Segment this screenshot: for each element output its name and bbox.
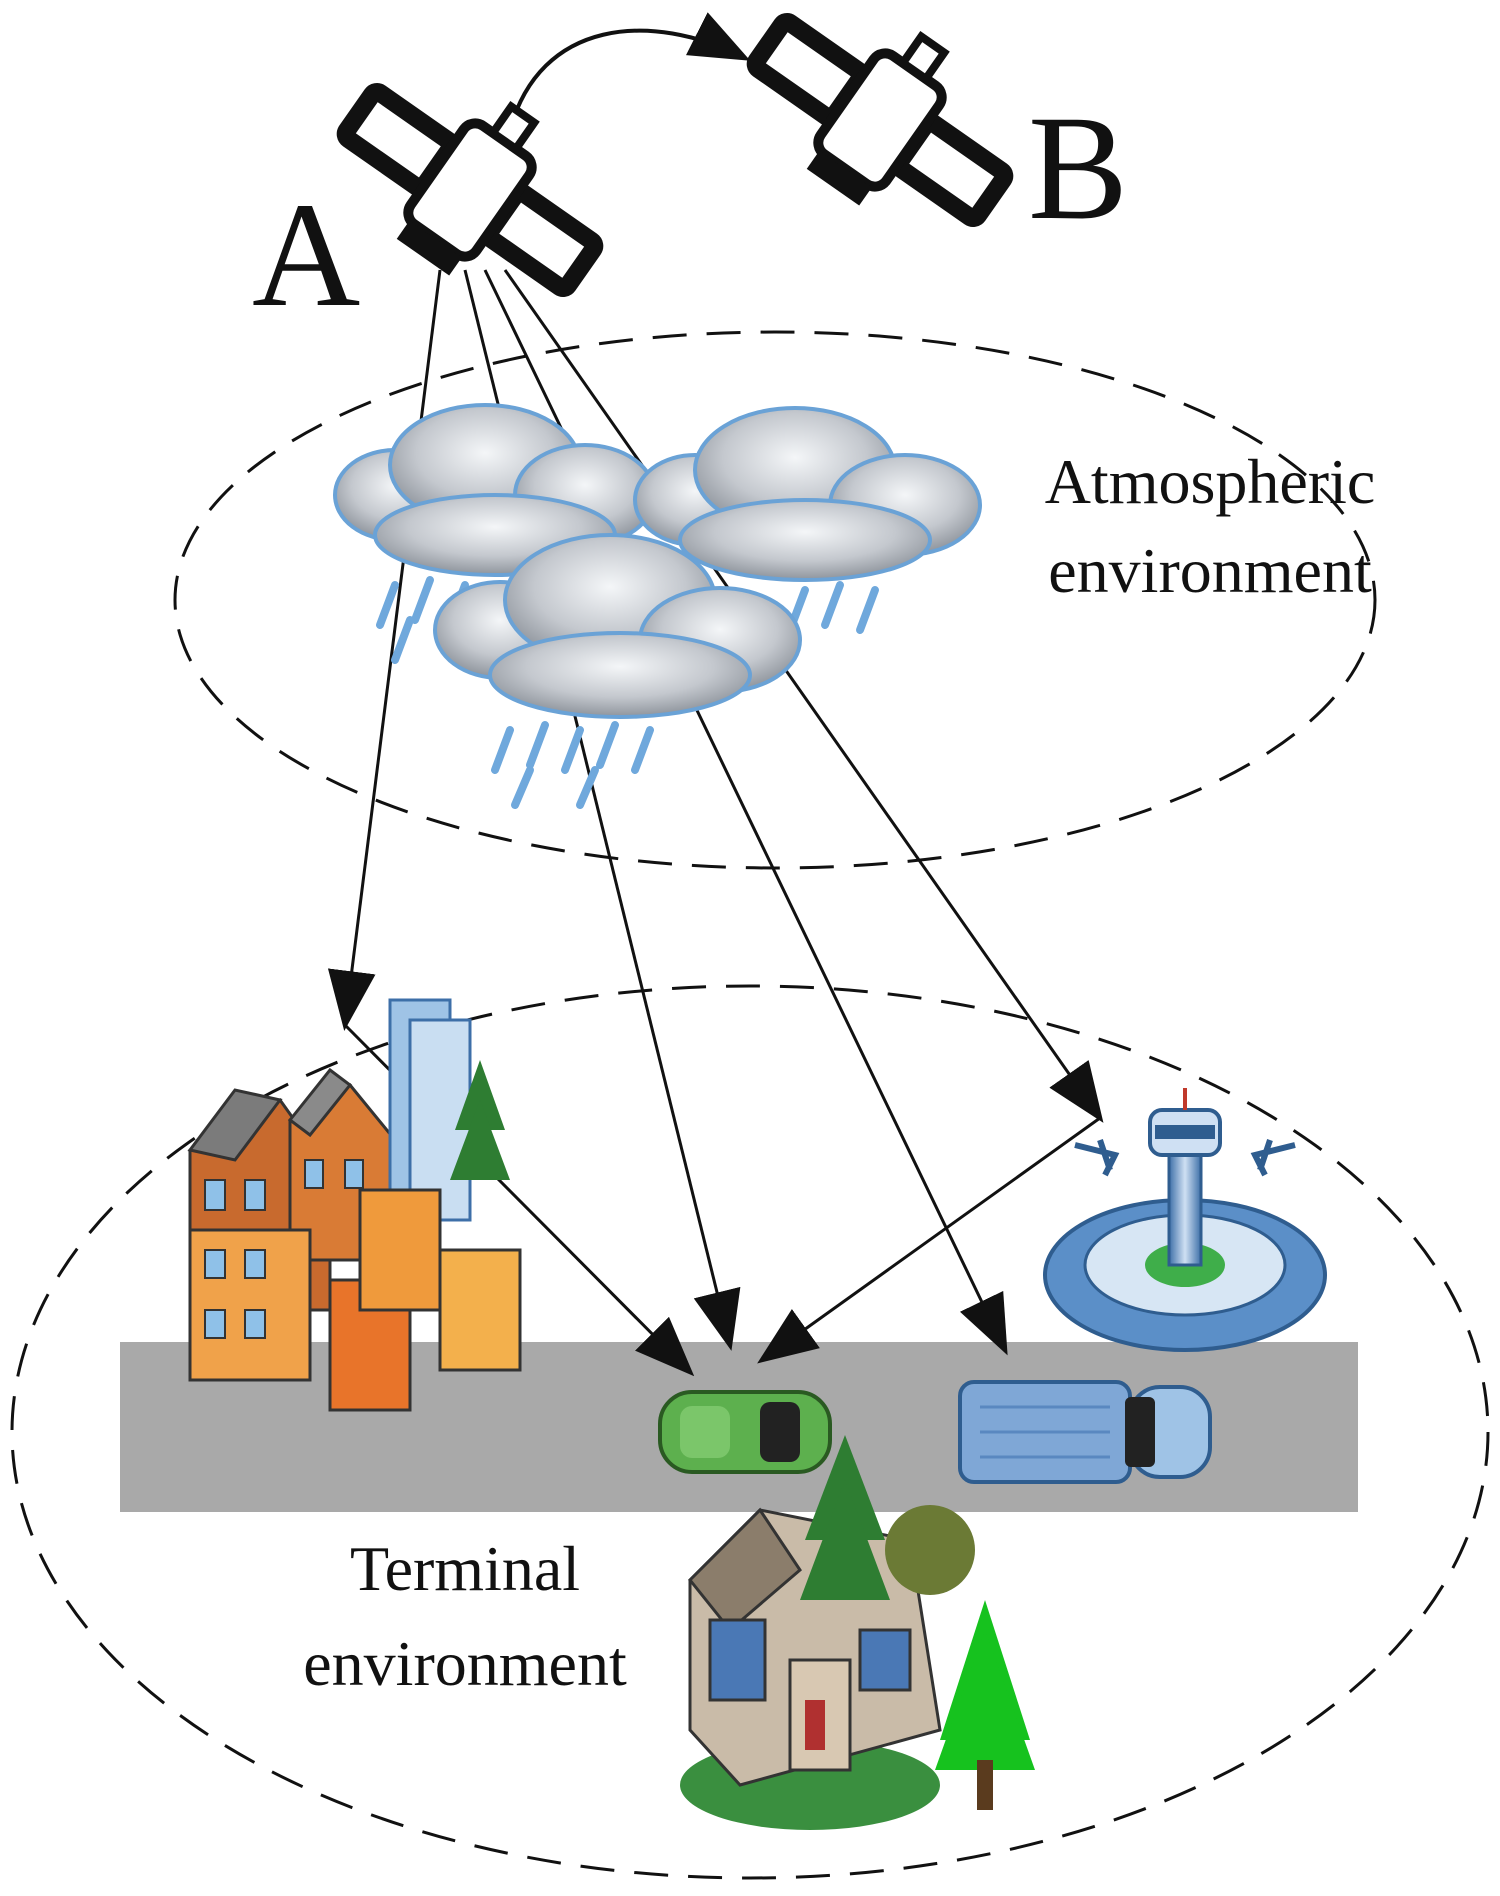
van-icon (958, 1380, 1212, 1484)
signal-reflect-tower-car (757, 1116, 1101, 1364)
tree-icon (800, 1435, 1035, 1810)
car-icon (658, 1390, 832, 1474)
satellite-b-icon (746, 12, 1014, 228)
atmospheric-boundary (173, 330, 1377, 870)
terminal-label-line1: Terminal (350, 1533, 580, 1604)
atmospheric-label-line2: environment (1048, 535, 1372, 606)
satellite-b-label: B (1028, 85, 1128, 251)
rain-cloud-icon (433, 533, 802, 809)
signal-to-city (327, 269, 442, 1031)
satellite-a-label: A (252, 172, 360, 338)
terminal-label-line2: environment (303, 1628, 627, 1699)
orbit-arrow (508, 12, 751, 131)
signal-to-tower (503, 269, 1104, 1123)
atmospheric-label-line1: Atmospheric (1045, 446, 1376, 517)
terminal-boundary (10, 984, 1490, 1880)
rain-cloud-icon (333, 403, 657, 664)
signal-paths (327, 269, 1104, 1377)
city-buildings-icon (187, 998, 522, 1412)
satellite-a-icon (336, 82, 604, 298)
airport-tower-icon (1043, 1088, 1327, 1352)
rain-cloud-icon (633, 406, 982, 634)
